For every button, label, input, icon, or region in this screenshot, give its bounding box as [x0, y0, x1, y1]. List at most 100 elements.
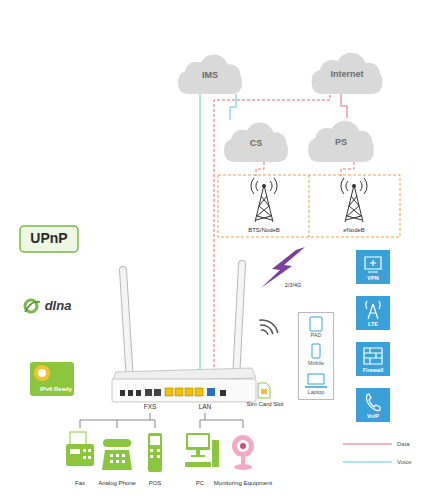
router-antenna — [123, 270, 130, 382]
icon-tile — [356, 296, 390, 330]
router-antenna — [236, 264, 242, 380]
router-antenna — [123, 270, 130, 382]
box-label: PAD — [298, 333, 334, 339]
icon-label: LTE — [356, 322, 390, 328]
router-port — [185, 388, 193, 396]
port-wiring — [80, 413, 155, 428]
phone-symbol — [102, 439, 132, 470]
network-cloud: Internet — [305, 50, 389, 94]
network-link — [341, 162, 354, 176]
box-label: Laptop — [298, 390, 334, 396]
legend-line — [343, 444, 392, 445]
pc-symbol — [185, 433, 219, 467]
router-port — [175, 388, 183, 396]
fax-symbol — [70, 432, 86, 445]
device-list-box: PAD MobileLaptop — [298, 312, 334, 400]
tower-symbol — [262, 184, 266, 188]
base-station-cell: eNodeB — [309, 176, 399, 236]
cloud-label: CS — [218, 139, 294, 148]
lte-glyph — [366, 301, 380, 319]
tower-symbol — [352, 184, 356, 188]
device-label: Monitoring Equipment — [214, 480, 272, 486]
ipv6-badge — [30, 362, 74, 396]
icon-label: VoIP — [356, 414, 390, 420]
fax-symbol — [83, 456, 86, 459]
camera-symbol — [241, 457, 245, 464]
camera-symbol — [237, 440, 249, 452]
cloud-label: PS — [302, 138, 380, 147]
network-link — [341, 94, 347, 118]
pc-symbol — [186, 433, 210, 450]
phone-symbol — [110, 454, 113, 457]
logo-text: dlna — [45, 299, 72, 312]
device-list-frame — [299, 313, 334, 400]
router-port — [120, 390, 125, 396]
fax-symbol — [70, 449, 80, 454]
box-label: Mobile — [298, 361, 334, 367]
pos-symbol — [157, 455, 160, 458]
phone-symbol — [122, 460, 125, 463]
pos-symbol — [150, 449, 153, 452]
camera-symbol — [234, 464, 252, 470]
device-label: POS — [149, 480, 162, 486]
legend-text: Data — [397, 441, 410, 447]
network-cloud: CS — [218, 120, 294, 162]
tower-symbol — [251, 178, 277, 222]
voip-glyph — [367, 394, 381, 411]
laptop-symbol — [305, 386, 327, 388]
network-link — [256, 162, 264, 176]
phone-symbol — [122, 454, 125, 457]
port-wiring — [80, 413, 243, 428]
voice-wire — [200, 88, 201, 382]
mobile-symbol — [312, 344, 320, 358]
voice-wire — [200, 88, 201, 382]
wifi-waves — [260, 325, 273, 334]
router-body — [112, 379, 256, 402]
wifi-waves — [259, 320, 278, 333]
pc-symbol — [185, 462, 211, 467]
base-station-frame — [218, 175, 400, 237]
router-body — [112, 368, 256, 402]
base-station-frame — [309, 175, 310, 237]
pc-symbol — [188, 435, 208, 447]
sim-card-symbol — [261, 389, 267, 394]
phone-symbol — [103, 439, 131, 447]
logo-text: UPnP — [30, 231, 67, 245]
router-port — [154, 389, 161, 396]
router-antenna — [236, 264, 242, 380]
tower-label: eNodeB — [309, 227, 399, 233]
base-station-frame — [218, 175, 400, 237]
icon-label: VPN — [356, 276, 390, 282]
feature-icon: VPN — [356, 250, 390, 284]
phone-symbol — [116, 460, 119, 463]
sim-card-symbol — [258, 383, 270, 398]
pc-symbol — [212, 440, 219, 467]
legend-text: Voice — [397, 459, 412, 465]
cloud-shape — [265, 132, 286, 153]
router-port — [128, 390, 133, 396]
icon-tile — [356, 342, 390, 376]
icon-tile — [356, 388, 390, 422]
network-label: 2/3/4G — [285, 283, 302, 289]
legend-line — [343, 462, 392, 463]
port-wiring — [200, 413, 243, 428]
cloud-label: Internet — [305, 70, 389, 79]
sim-card-symbol — [258, 383, 270, 398]
camera-symbol — [232, 435, 254, 470]
ipv6-badge — [38, 369, 46, 377]
fax-symbol — [66, 432, 94, 466]
vpn-glyph — [365, 257, 381, 272]
badge-text: IPv6 Ready — [40, 386, 72, 392]
pos-symbol — [150, 455, 153, 458]
tower-label: BTS/NodeB — [219, 227, 309, 233]
ipv6-badge — [30, 362, 74, 396]
phone-symbol — [102, 450, 132, 470]
cloud-shape — [350, 131, 372, 153]
upnp-logo — [20, 226, 78, 252]
tablet-symbol — [310, 317, 322, 331]
tower-symbol — [341, 178, 367, 222]
cloud-label: IMS — [172, 71, 248, 80]
pos-symbol — [150, 436, 160, 445]
router-port — [136, 390, 141, 396]
